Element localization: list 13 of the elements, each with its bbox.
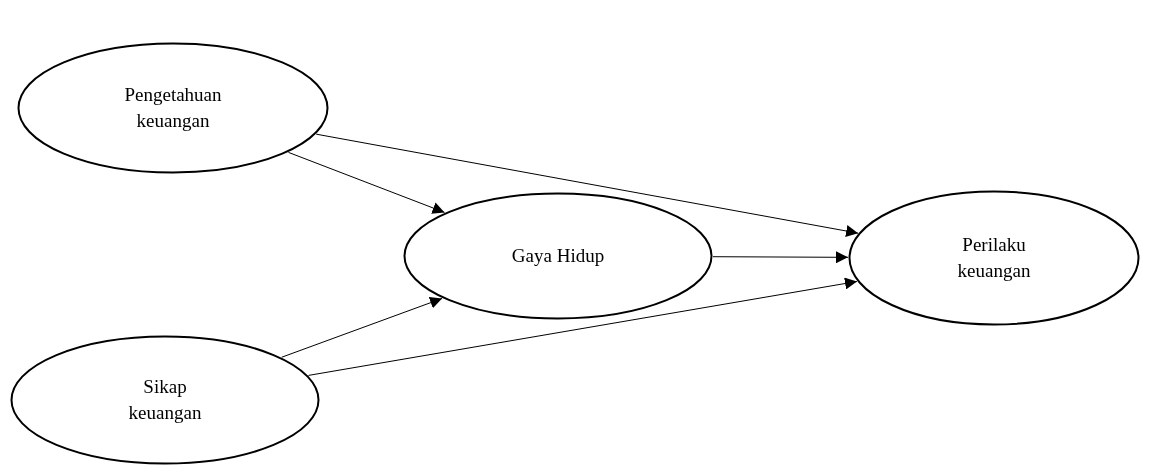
ellipse-node	[848, 190, 1140, 326]
node-label: Pengetahuan keuangan	[123, 83, 223, 133]
ellipse-node	[403, 192, 713, 320]
node-label: Gaya Hidup	[511, 244, 605, 268]
arrow	[308, 277, 858, 376]
ellipse-node	[17, 42, 329, 174]
arrow	[281, 296, 443, 358]
arrow	[315, 133, 859, 237]
node-label: Perilaku keuangan	[956, 233, 1032, 283]
arrow	[712, 251, 849, 264]
ellipse-node	[10, 335, 320, 465]
arrow	[287, 151, 446, 214]
node-label: Sikap keuangan	[127, 375, 203, 425]
